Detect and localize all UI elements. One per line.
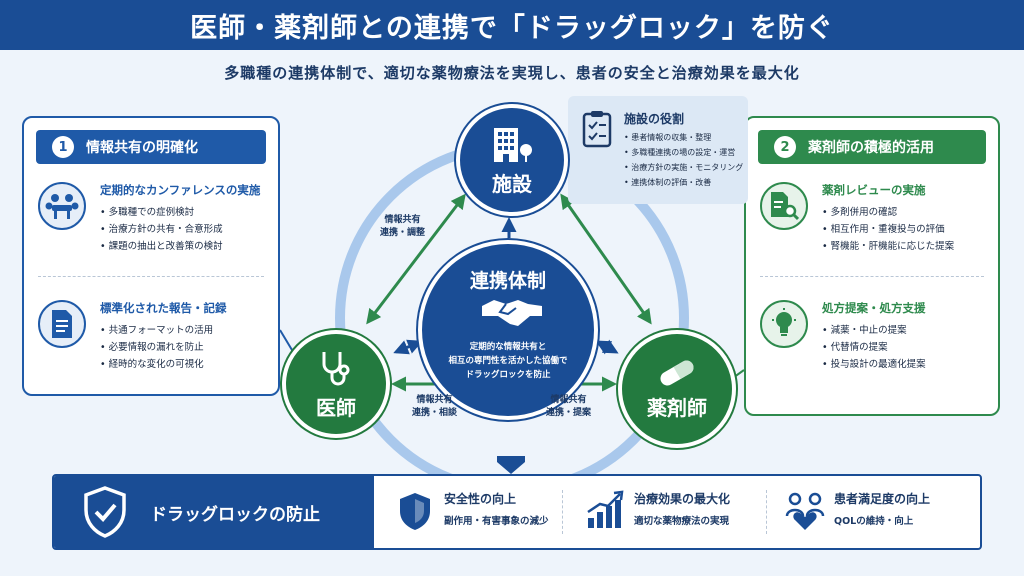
effect-title: 安全性の向上 — [444, 492, 517, 506]
lightbulb-icon — [760, 300, 808, 348]
item-title: 薬剤レビューの実施 — [822, 183, 926, 197]
report-item: 標準化された報告・記録 共通フォーマットの活用 必要情報の漏れを防止 経時的な変… — [38, 300, 268, 373]
bullet: 多剤併用の確認 — [822, 204, 954, 221]
center-description: 定期的な情報共有と 相互の専門性を活かした協働で ドラッグロックを防止 — [422, 340, 594, 382]
drug-review-item: 薬剤レビューの実施 多剤併用の確認 相互作用・重複投与の評価 腎機能・肝機能に応… — [760, 182, 988, 255]
collaboration-center-node: 連携体制 定期的な情報共有と 相互の専門性を活かした協働で ドラッグロックを防止 — [418, 240, 598, 420]
effect-title: 患者満足度の向上 — [834, 492, 931, 506]
pharmacist-utilization-panel: 2 薬剤師の積極的活用 薬剤レビューの実施 多剤併用の確認 相互作用・重複投与の… — [744, 116, 1000, 416]
edge-label-facility-doctor: 情報共有 連携・調整 — [380, 214, 425, 240]
info-sharing-header: 1 情報共有の明確化 — [36, 130, 266, 164]
edge-label-line: 情報共有 — [416, 395, 453, 405]
divider — [766, 490, 767, 534]
clipboard-icon — [582, 111, 612, 148]
pharmacist-label: 薬剤師 — [647, 395, 707, 420]
bullet: 相互作用・重複投与の評価 — [822, 221, 954, 238]
edge-label-line: 情報共有 — [384, 215, 421, 225]
divider — [38, 276, 264, 277]
center-desc-line: ドラッグロックを防止 — [465, 370, 551, 380]
doctor-node: 医師 — [282, 330, 390, 438]
arrow-center-pharmacist — [595, 339, 619, 355]
doctor-label: 医師 — [316, 395, 356, 420]
effect-satisfaction: 患者満足度の向上 QOLの維持・向上 — [784, 490, 930, 532]
facility-label: 施設 — [492, 171, 532, 196]
role-bullet: 治療方針の実施・モニタリング — [624, 160, 743, 175]
facility-roles-box: 施設の役割 患者情報の収集・整理 多職種連携の場の設定・運営 治療方針の実施・モ… — [568, 96, 748, 204]
prevention-banner: ドラッグロックの防止 — [54, 476, 374, 548]
bullet: 代替情の提案 — [822, 339, 926, 356]
bullet: 治療方針の共有・合意形成 — [100, 221, 260, 238]
prescription-support-item: 処方提案・処方支援 減薬・中止の提案 代替情の提案 投与設計の最適化提案 — [760, 300, 988, 373]
item-title: 標準化された報告・記録 — [100, 301, 227, 315]
effect-desc: QOLの維持・向上 — [834, 516, 914, 527]
growth-chart-icon — [587, 490, 624, 528]
title-bar: 医師・薬剤師との連携で「ドラッグロック」を防ぐ — [0, 0, 1024, 50]
conference-item: 定期的なカンファレンスの実施 多職種での症例検討 治療方針の共有・合意形成 課題… — [38, 182, 268, 255]
effect-desc: 副作用・有害事象の減少 — [444, 516, 549, 527]
pharmacist-utilization-header: 2 薬剤師の積極的活用 — [758, 130, 986, 164]
bullet: 経時的な変化の可視化 — [100, 356, 227, 373]
bullet: 腎機能・肝機能に応じた提案 — [822, 238, 955, 255]
center-desc-line: 定期的な情報共有と — [469, 342, 547, 352]
stethoscope-icon — [322, 351, 350, 385]
shield-check-icon — [84, 486, 126, 538]
panel-heading: 薬剤師の積極的活用 — [808, 140, 934, 156]
edge-label-line: 連携・提案 — [546, 408, 592, 418]
item-title: 定期的なカンファレンスの実施 — [100, 183, 261, 197]
document-search-icon — [760, 182, 808, 230]
facility-node: 施設 — [456, 104, 568, 216]
capsule-icon — [660, 360, 694, 385]
building-icon — [494, 127, 532, 162]
patient-heart-icon — [785, 492, 825, 530]
edge-label-doctor-pharmacist: 情報共有 連携・相談 — [412, 394, 457, 420]
arrow-center-doctor — [393, 339, 423, 355]
divider — [562, 490, 563, 534]
down-arrow — [497, 456, 525, 474]
center-title: 連携体制 — [469, 270, 546, 292]
bullet: 共通フォーマットの活用 — [100, 322, 227, 339]
edge-label-line: 情報共有 — [550, 395, 587, 405]
edge-label-line: 連携・相談 — [412, 408, 458, 418]
effect-title: 治療効果の最大化 — [634, 492, 731, 506]
handshake-icon — [482, 300, 542, 326]
edge-label-line: 連携・調整 — [380, 228, 426, 238]
shield-icon — [400, 493, 430, 530]
panel-heading: 情報共有の明確化 — [86, 140, 198, 156]
role-bullet: 多職種連携の場の設定・運営 — [624, 145, 743, 160]
outcomes-bar: ドラッグロックの防止 安全性の向上 副作用・有害事象の減少 治療効果の最大化 適… — [52, 474, 982, 550]
arrow-facility-pharmacist — [560, 193, 652, 325]
effect-desc: 適切な薬物療法の実現 — [634, 516, 730, 527]
bullet: 減薬・中止の提案 — [822, 322, 926, 339]
bullet: 課題の抽出と改善策の検討 — [100, 238, 260, 255]
effect-efficacy: 治療効果の最大化 適切な薬物療法の実現 — [584, 490, 730, 532]
bullet: 投与設計の最適化提案 — [822, 356, 926, 373]
roles-heading: 施設の役割 — [624, 112, 685, 126]
document-icon — [38, 300, 86, 348]
prevention-banner-text: ドラッグロックの防止 — [150, 504, 320, 525]
page-subtitle: 多職種の連携体制で、適切な薬物療法を実現し、患者の安全と治療効果を最大化 — [224, 64, 800, 82]
bullet: 必要情報の漏れを防止 — [100, 339, 227, 356]
arrow-facility-doctor — [366, 193, 466, 325]
bullet: 多職種での症例検討 — [100, 204, 260, 221]
panel-number-badge: 1 — [52, 136, 74, 158]
divider — [760, 276, 984, 277]
panel-number-badge: 2 — [774, 136, 796, 158]
effect-safety: 安全性の向上 副作用・有害事象の減少 — [394, 490, 549, 532]
page-title: 医師・薬剤師との連携で「ドラッグロック」を防ぐ — [190, 12, 834, 44]
pharmacist-node: 薬剤師 — [618, 330, 736, 448]
info-sharing-panel: 1 情報共有の明確化 定期的なカンファレンスの実施 多職種での症例検討 治療方針… — [22, 116, 280, 396]
role-bullet: 連携体制の評価・改善 — [624, 175, 743, 190]
role-bullet: 患者情報の収集・整理 — [624, 130, 743, 145]
meeting-icon — [38, 182, 86, 230]
center-desc-line: 相互の専門性を活かした協働で — [448, 356, 568, 366]
edge-label-pharmacist-doctor: 情報共有 連携・提案 — [546, 394, 591, 420]
item-title: 処方提案・処方支援 — [822, 301, 926, 315]
